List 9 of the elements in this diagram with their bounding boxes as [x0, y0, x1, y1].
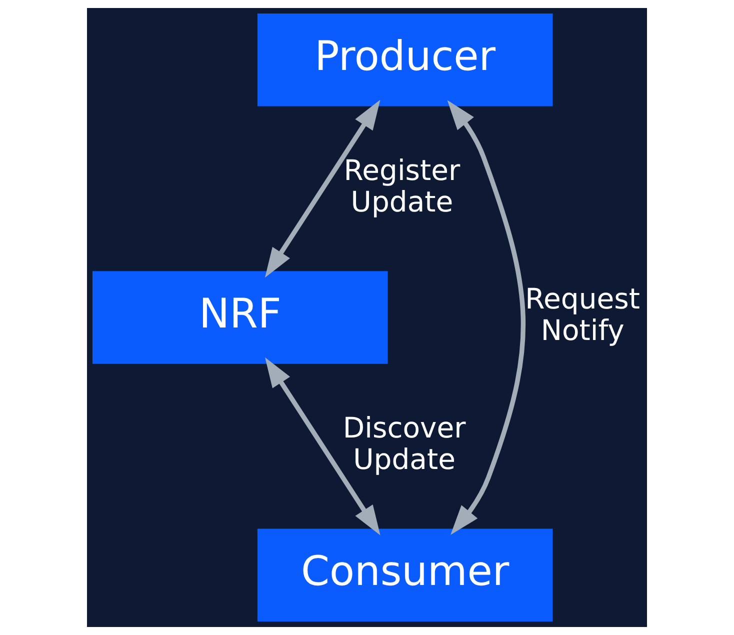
node-box: NRF	[92, 271, 388, 364]
arrow	[265, 357, 380, 536]
edge-label: Discover Update	[342, 412, 466, 476]
arrow	[264, 100, 380, 278]
arrow	[447, 100, 526, 535]
node-box: Consumer	[257, 528, 553, 622]
edge-label: Request Notify	[525, 282, 640, 348]
edge-label: Register Update	[344, 154, 460, 218]
node-box: Producer	[257, 14, 553, 106]
